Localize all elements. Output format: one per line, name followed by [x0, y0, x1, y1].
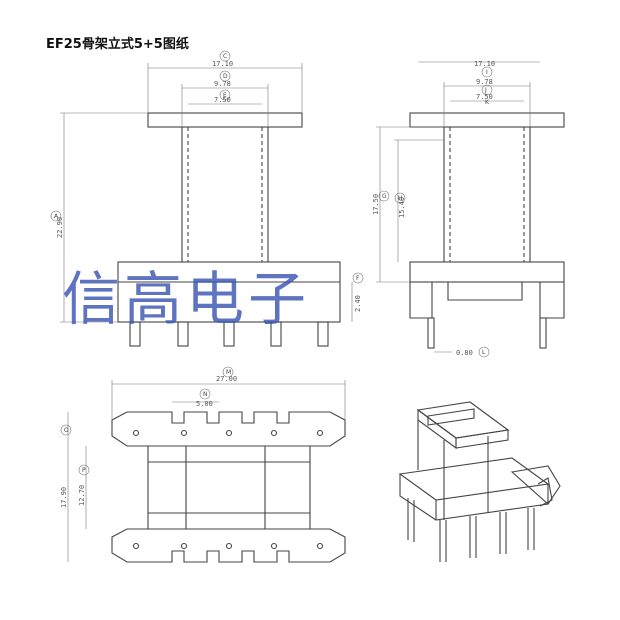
front-dim-inner-e: 7.50	[214, 96, 231, 104]
bubble-f: F	[356, 275, 360, 282]
side-dim-inner-j: 9.78	[476, 78, 493, 86]
front-dim-width: 17.10	[212, 60, 233, 68]
bubble-k: K	[485, 99, 490, 106]
front-dim-inner-d: 9.78	[214, 80, 231, 88]
bubble-c: C	[223, 53, 227, 60]
side-dim-pin-dia: 0.80	[456, 349, 473, 357]
bubble-p: P	[82, 467, 86, 474]
side-dim-height-h: 15.40	[398, 197, 406, 218]
side-dim-inner-k: 7.50	[476, 93, 493, 101]
side-base	[409, 261, 565, 283]
bubble-e: E	[223, 92, 227, 99]
top-dim-pitch: 5.00	[196, 400, 213, 408]
top-dim-width-p: 12.70	[78, 485, 86, 506]
bubble-i: I	[486, 69, 488, 76]
side-pin-left	[427, 317, 435, 349]
bubble-o: O	[64, 427, 69, 434]
top-comb-upper	[111, 411, 346, 447]
bubble-a: A	[54, 213, 59, 220]
top-dim-width-o: 17.90	[60, 487, 68, 508]
side-pin-right	[539, 317, 547, 349]
side-dim-height-g: 17.50	[372, 194, 380, 215]
bubble-m: M	[226, 369, 231, 376]
bubble-g: G	[382, 193, 387, 200]
bubble-h: H	[398, 195, 403, 202]
drawing-title: EF25骨架立式5+5图纸	[46, 37, 189, 52]
bubble-j: J	[484, 87, 487, 94]
top-holes	[132, 429, 324, 550]
brand-watermark: 信高电子	[62, 265, 311, 333]
front-dim-height: 22.90	[56, 217, 64, 238]
bubble-n: N	[203, 391, 208, 398]
front-pins	[129, 321, 329, 347]
iso-pins	[407, 498, 535, 562]
bubble-d: D	[223, 73, 228, 80]
front-view	[60, 63, 353, 347]
top-comb-lower	[111, 528, 346, 563]
side-view	[376, 61, 565, 353]
side-dim-width: 17.10	[474, 60, 495, 68]
top-dim-length: 27.00	[216, 375, 237, 383]
side-top-flange	[409, 112, 565, 128]
front-top-flange	[147, 112, 303, 128]
front-dim-pin-height: 2.40	[354, 295, 362, 312]
bubble-l: L	[482, 349, 486, 356]
top-view	[67, 380, 346, 563]
isometric-view	[398, 401, 561, 562]
